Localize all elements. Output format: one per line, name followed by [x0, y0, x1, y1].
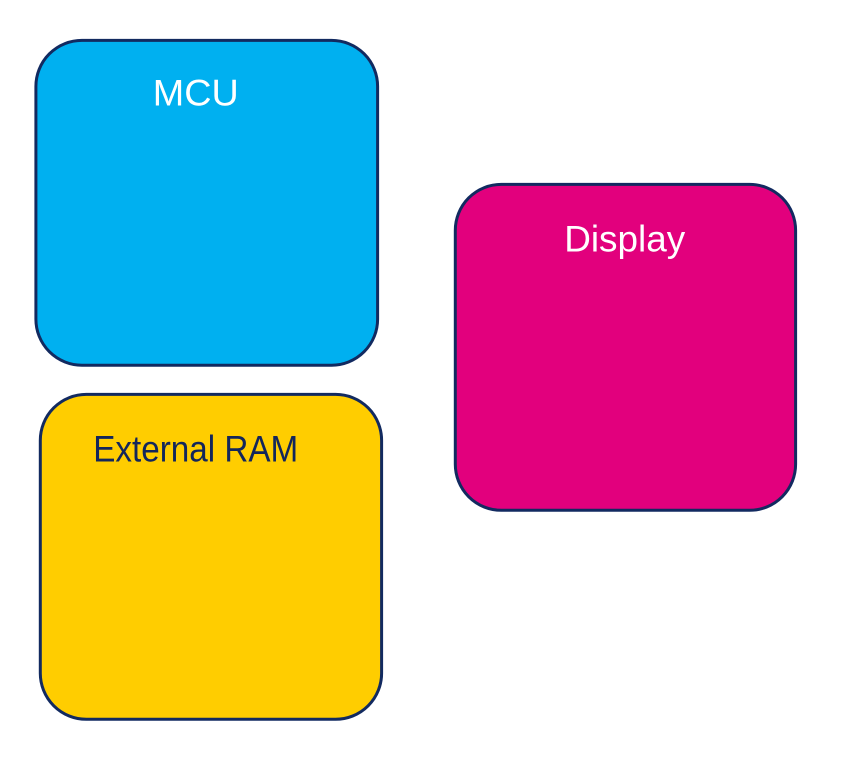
- svg-text:MCU: MCU: [153, 73, 239, 114]
- svg-text:External RAM: External RAM: [93, 429, 298, 470]
- svg-text:Display: Display: [564, 219, 685, 260]
